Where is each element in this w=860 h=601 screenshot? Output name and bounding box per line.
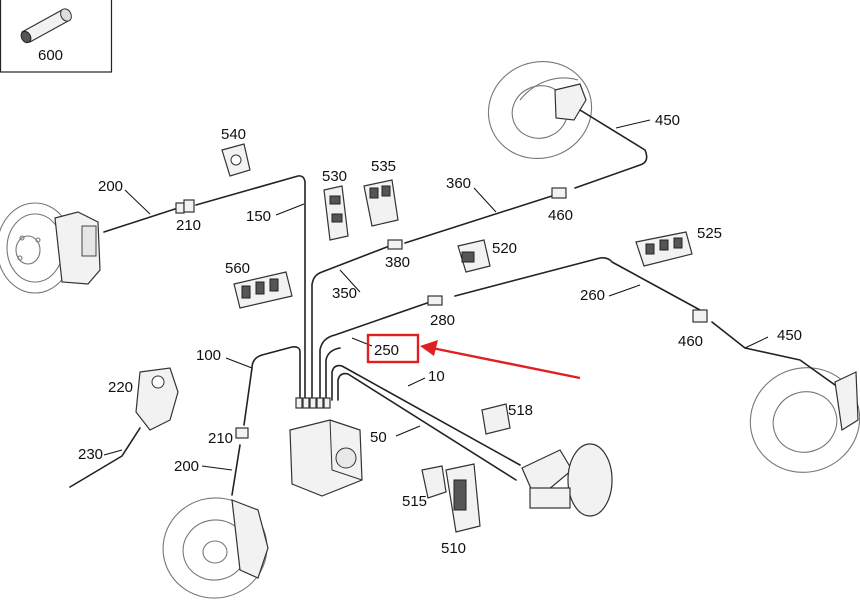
clip-460-upper xyxy=(551,187,567,199)
callout-210-upper: 210 xyxy=(176,217,201,234)
callout-230: 230 xyxy=(78,446,103,463)
highlight-box xyxy=(366,333,420,364)
front-left-lower-brake-disc xyxy=(162,497,269,599)
callout-350: 350 xyxy=(332,285,357,302)
callout-380: 380 xyxy=(385,254,410,271)
master-cylinder-booster xyxy=(521,443,613,517)
connector-380 xyxy=(387,239,403,250)
callout-450-lower: 450 xyxy=(777,327,802,344)
callout-515: 515 xyxy=(402,493,427,510)
part-510-bracket xyxy=(445,463,481,533)
callout-labels: 600 540 450 530 535 360 200 150 460 210 … xyxy=(38,47,802,557)
callout-510: 510 xyxy=(441,540,466,557)
highlight-arrow-head xyxy=(420,340,438,356)
part-535-clip xyxy=(363,179,399,227)
callout-10: 10 xyxy=(428,368,445,385)
brake-lines xyxy=(69,109,836,496)
abs-hydraulic-unit xyxy=(289,419,363,497)
callout-360: 360 xyxy=(446,175,471,192)
callout-260: 260 xyxy=(580,287,605,304)
connector-280 xyxy=(427,295,443,306)
clip-460-lower xyxy=(692,309,708,323)
callout-520: 520 xyxy=(492,240,517,257)
clip-210-upper xyxy=(175,202,185,214)
part-518-clip xyxy=(481,403,511,435)
callout-250: 250 xyxy=(374,342,399,359)
callout-535: 535 xyxy=(371,158,396,175)
part-220-bracket xyxy=(135,367,179,431)
part-530-clip xyxy=(323,185,349,241)
part-515-bracket xyxy=(421,465,447,499)
callout-560: 560 xyxy=(225,260,250,277)
highlight-250 xyxy=(366,333,581,380)
rear-right-brake-disc-right xyxy=(749,367,860,473)
clip-210-lower xyxy=(235,427,249,439)
callout-50: 50 xyxy=(370,429,387,446)
callout-280: 280 xyxy=(430,312,455,329)
fittings xyxy=(175,187,708,439)
highlight-arrow-shaft xyxy=(431,346,581,380)
callout-600: 600 xyxy=(38,47,63,64)
callout-460-upper: 460 xyxy=(548,207,573,224)
callout-540: 540 xyxy=(221,126,246,143)
part-540-bracket xyxy=(221,143,251,177)
callout-460-lower: 460 xyxy=(678,333,703,350)
callout-525: 525 xyxy=(697,225,722,242)
callout-100: 100 xyxy=(196,347,221,364)
part-560-clip xyxy=(233,271,293,309)
front-left-brake-disc xyxy=(0,202,101,294)
callout-150: 150 xyxy=(246,208,271,225)
callout-210-lower: 210 xyxy=(208,430,233,447)
callout-530: 530 xyxy=(322,168,347,185)
callout-450-upper: 450 xyxy=(655,112,680,129)
callout-200-lower: 200 xyxy=(174,458,199,475)
part-525-clip xyxy=(635,231,693,267)
sleeve-part-icon xyxy=(20,8,72,44)
legend-box-600 xyxy=(0,0,113,73)
callout-220: 220 xyxy=(108,379,133,396)
callout-518: 518 xyxy=(508,402,533,419)
rear-right-brake-disc-top xyxy=(487,60,593,160)
callout-200-upper: 200 xyxy=(98,178,123,195)
part-520-clip xyxy=(457,239,491,273)
